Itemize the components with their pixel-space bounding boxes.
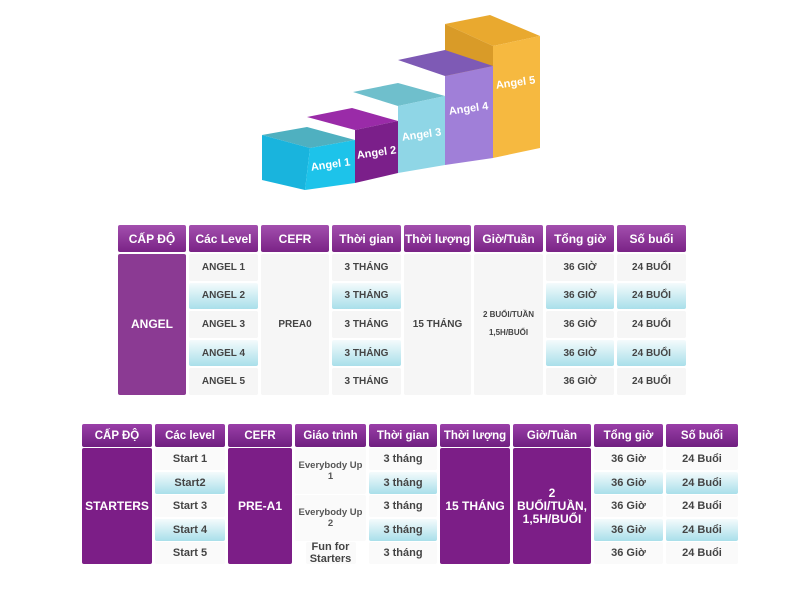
sessions-cell: 24 Buổi — [666, 495, 738, 518]
cefr-cell: PREA0 — [261, 254, 329, 395]
step-label: Angel 1 — [310, 156, 351, 173]
total-hours-cell: 36 GIỜ — [546, 254, 614, 281]
step-label: Angel 3 — [401, 126, 442, 143]
level-cell: Start 1 — [155, 448, 225, 471]
time-cell: 3 THÁNG — [332, 368, 401, 395]
time-cell: 3 tháng — [369, 518, 437, 541]
total-hours-cell: 36 Giờ — [594, 471, 663, 494]
column-header: Thời gian — [369, 424, 437, 447]
time-cell: 3 THÁNG — [332, 339, 401, 367]
sessions-cell: 24 BUỔI — [617, 368, 686, 395]
step-angel-2: Angel 2 — [307, 108, 398, 183]
level-cell: Start 3 — [155, 495, 225, 518]
column-header: Giờ/Tuần — [513, 424, 591, 447]
column-header: CEFR — [261, 225, 329, 252]
column-header: Tổng giờ — [594, 424, 663, 447]
level-group-cell: ANGEL — [118, 254, 186, 395]
column-header: Các level — [155, 424, 225, 447]
level-cell: Start 5 — [155, 542, 225, 565]
time-cell: 3 THÁNG — [332, 254, 401, 281]
time-cell: 3 tháng — [369, 448, 437, 471]
level-cell: Start 4 — [155, 518, 225, 541]
total-hours-cell: 36 GIỜ — [546, 311, 614, 338]
level-cell: Start2 — [155, 471, 225, 494]
sessions-cell: 24 Buổi — [666, 471, 738, 494]
column-header: Thời gian — [332, 225, 401, 252]
total-hours-cell: 36 Giờ — [594, 542, 663, 565]
total-hours-cell: 36 GIỜ — [546, 339, 614, 367]
total-hours-cell: 36 Giờ — [594, 495, 663, 518]
level-group-cell: STARTERS — [82, 448, 152, 565]
curriculum-cell: Everybody Up 1 — [295, 448, 366, 494]
total-hours-cell: 36 GIỜ — [546, 368, 614, 395]
level-cell: ANGEL 2 — [189, 282, 258, 310]
step-label: Angel 4 — [448, 100, 490, 118]
cell-text-line: 1,5H/BUỔI — [488, 328, 529, 338]
step-angel-3: Angel 3 — [353, 83, 445, 173]
column-header: Giáo trình — [295, 424, 366, 447]
total-hours-cell: 36 GIỜ — [546, 282, 614, 310]
step-angel-4: Angel 4 — [398, 50, 493, 165]
sessions-cell: 24 Buổi — [666, 542, 738, 565]
column-header: Giờ/Tuần — [474, 225, 543, 252]
column-header: CẤP ĐỘ — [118, 225, 186, 252]
step-label: Angel 2 — [356, 144, 397, 161]
duration-cell: 15 THÁNG — [404, 254, 471, 395]
level-cell: ANGEL 5 — [189, 368, 258, 395]
column-header: Thời lượng — [404, 225, 471, 252]
column-header: CẤP ĐỘ — [82, 424, 152, 447]
level-cell: ANGEL 3 — [189, 311, 258, 338]
cefr-cell: PRE-A1 — [228, 448, 292, 565]
column-header: Các Level — [189, 225, 258, 252]
duration-cell: 15 THÁNG — [440, 448, 510, 565]
curriculum-cell: Everybody Up 2 — [295, 495, 366, 541]
total-hours-cell: 36 Giờ — [594, 448, 663, 471]
column-header: Thời lượng — [440, 424, 510, 447]
sessions-cell: 24 Buổi — [666, 518, 738, 541]
time-cell: 3 tháng — [369, 471, 437, 494]
time-cell: 3 THÁNG — [332, 311, 401, 338]
hours-per-week-cell: 2 BUỔI/TUẦN 1,5H/BUỔI — [474, 254, 543, 395]
column-header: Tổng giờ — [546, 225, 614, 252]
sessions-cell: 24 BUỔI — [617, 282, 686, 310]
time-cell: 3 THÁNG — [332, 282, 401, 310]
level-cell: ANGEL 4 — [189, 339, 258, 367]
level-cell: ANGEL 1 — [189, 254, 258, 281]
column-header: CEFR — [228, 424, 292, 447]
curriculum-cell: Fun for Starters — [305, 541, 356, 565]
time-cell: 3 tháng — [369, 495, 437, 518]
step-angel-1: Angel 1 — [262, 127, 355, 190]
column-header: Số buổi — [666, 424, 738, 447]
sessions-cell: 24 BUỔI — [617, 311, 686, 338]
column-header: Số buổi — [617, 225, 686, 252]
sessions-cell: 24 Buổi — [666, 448, 738, 471]
sessions-cell: 24 BUỔI — [617, 254, 686, 281]
cell-text-line: 2 BUỔI/TUẦN — [482, 310, 535, 320]
time-cell: 3 tháng — [369, 542, 437, 565]
hours-per-week-cell: 2 BUỔI/TUẦN, 1,5H/BUỔI — [513, 448, 591, 565]
total-hours-cell: 36 Giờ — [594, 518, 663, 541]
step-label: Angel 5 — [495, 74, 536, 91]
angel-steps-graphic: Angel 5 Angel 4 Angel 3 Angel 2 Angel 1 — [262, 15, 540, 190]
sessions-cell: 24 BUỔI — [617, 339, 686, 367]
